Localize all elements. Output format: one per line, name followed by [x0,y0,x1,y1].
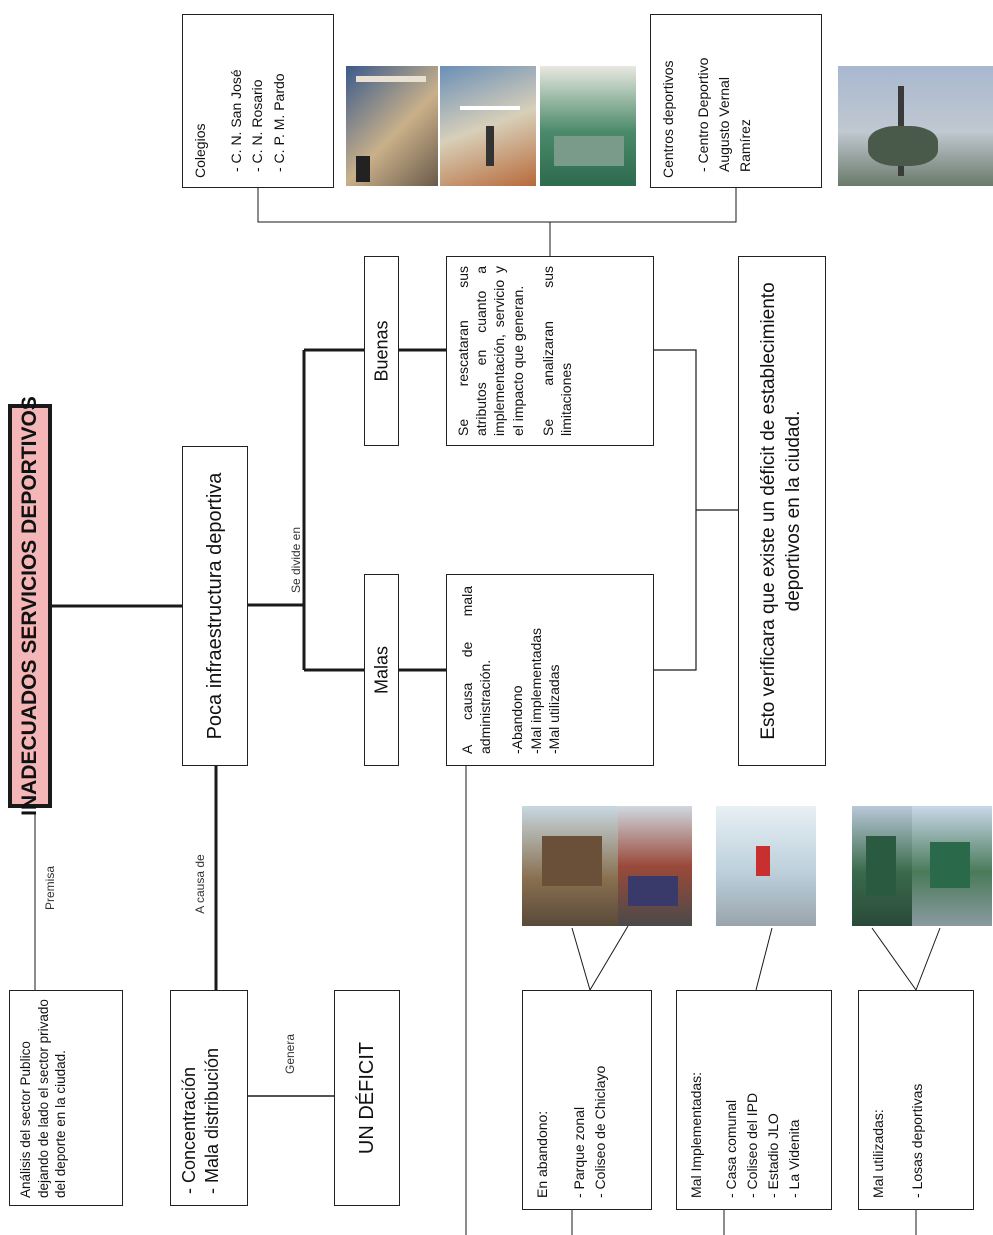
buenas-box: Buenas [364,256,399,446]
main-title-box: INADECUADOS SERVICIOS DEPORTIVOS [8,396,52,816]
genera-label: Genera [283,1033,297,1075]
mal-util-title: Mal utilizadas: [870,1109,886,1198]
causes-box: Concentración Mala distribución [170,990,248,1206]
buenas-text: Buenas [371,320,391,382]
centros-box: Centros deportivos Centro Deportivo Augu… [650,14,822,188]
abandono-item: Parque zonal [569,1002,590,1198]
cause-item: Mala distribución [201,1002,224,1194]
abandono-title: En abandono: [534,1110,550,1198]
buenas-desc-1: Se rescataran sus atributos en cuanto a … [455,266,526,436]
photo-centro [838,66,993,186]
centros-title: Centros deportivos [660,60,676,178]
cause-item: Concentración [178,1002,201,1194]
mal-util-box: Mal utilizadas: Losas deportivas [858,990,974,1210]
poca-box: Poca infraestructura deportiva [182,446,248,766]
malas-box: Malas [364,574,399,766]
a-causa-label: A causa de [193,854,207,914]
colegios-list: C. N. San José C. N. Rosario C. P. M. Pa… [226,24,291,178]
mal-impl-box: Mal Implementadas: Casa comunal Coliseo … [676,990,832,1210]
se-divide-label: Se divide en [289,526,303,594]
causes-list: Concentración Mala distribución [178,1002,223,1194]
premise-label: Premisa [43,865,57,911]
malas-desc-item: -Mal implementadas [527,627,544,754]
abandono-box: En abandono: Parque zonal Coliseo de Chi… [522,990,652,1210]
verification-box: Esto verificara que existe un déficit de… [738,256,826,766]
colegio-item: C. N. San José [226,24,248,172]
malas-desc-box: A causa de mala administración. -Abandon… [446,574,654,766]
analysis-box: Análisis del sector Publico dejando de l… [9,990,123,1206]
main-title: INADECUADOS SERVICIOS DEPORTIVOS [18,396,41,816]
malas-desc-item: -Abandono [509,685,526,754]
malas-desc-item: -Mal utilizadas [545,664,562,754]
buenas-desc-2: Se analizaran sus limitaciones [539,266,574,436]
mal-impl-item: Coliseo del IPD [742,1002,763,1198]
photo-abandono-1 [522,806,620,926]
deficit-text: UN DÉFICIT [355,1041,378,1155]
colegio-item: C. N. Rosario [247,24,269,172]
photo-colegio-3 [540,66,636,186]
analysis-text: Análisis del sector Publico dejando de l… [18,999,69,1198]
photo-mal-impl [716,806,816,926]
mal-util-list: Losas deportivas [907,1002,928,1198]
photo-colegio-1 [346,66,438,186]
centro-item: Centro Deportivo Augusto Vernal Ramírez [693,24,756,172]
mal-impl-title: Mal Implementadas: [688,1071,704,1198]
photo-mal-util-1 [852,806,912,926]
malas-text: Malas [371,646,391,695]
buenas-desc-box: Se rescataran sus atributos en cuanto a … [446,256,654,446]
colegios-title: Colegios [192,123,208,178]
abandono-list: Parque zonal Coliseo de Chiclayo [569,1002,611,1198]
poca-text: Poca infraestructura deportiva [203,472,226,740]
colegio-item: C. P. M. Pardo [269,24,291,172]
photo-colegio-2 [440,66,536,186]
photo-mal-util-2 [912,806,992,926]
mal-impl-item: La Videnita [784,1002,805,1198]
centros-list: Centro Deportivo Augusto Vernal Ramírez [693,24,756,178]
colegios-box: Colegios C. N. San José C. N. Rosario C.… [182,14,334,188]
mal-impl-list: Casa comunal Coliseo del IPD Estadio JLO… [721,1002,805,1198]
malas-desc-1: A causa de mala administración. [459,586,494,754]
mal-impl-item: Estadio JLO [763,1002,784,1198]
verification-text: Esto verificara que existe un déficit de… [758,282,804,740]
abandono-item: Coliseo de Chiclayo [590,1002,611,1198]
deficit-box: UN DÉFICIT [334,990,400,1206]
mal-util-item: Losas deportivas [907,1002,928,1198]
photo-abandono-2 [618,806,692,926]
mal-impl-item: Casa comunal [721,1002,742,1198]
